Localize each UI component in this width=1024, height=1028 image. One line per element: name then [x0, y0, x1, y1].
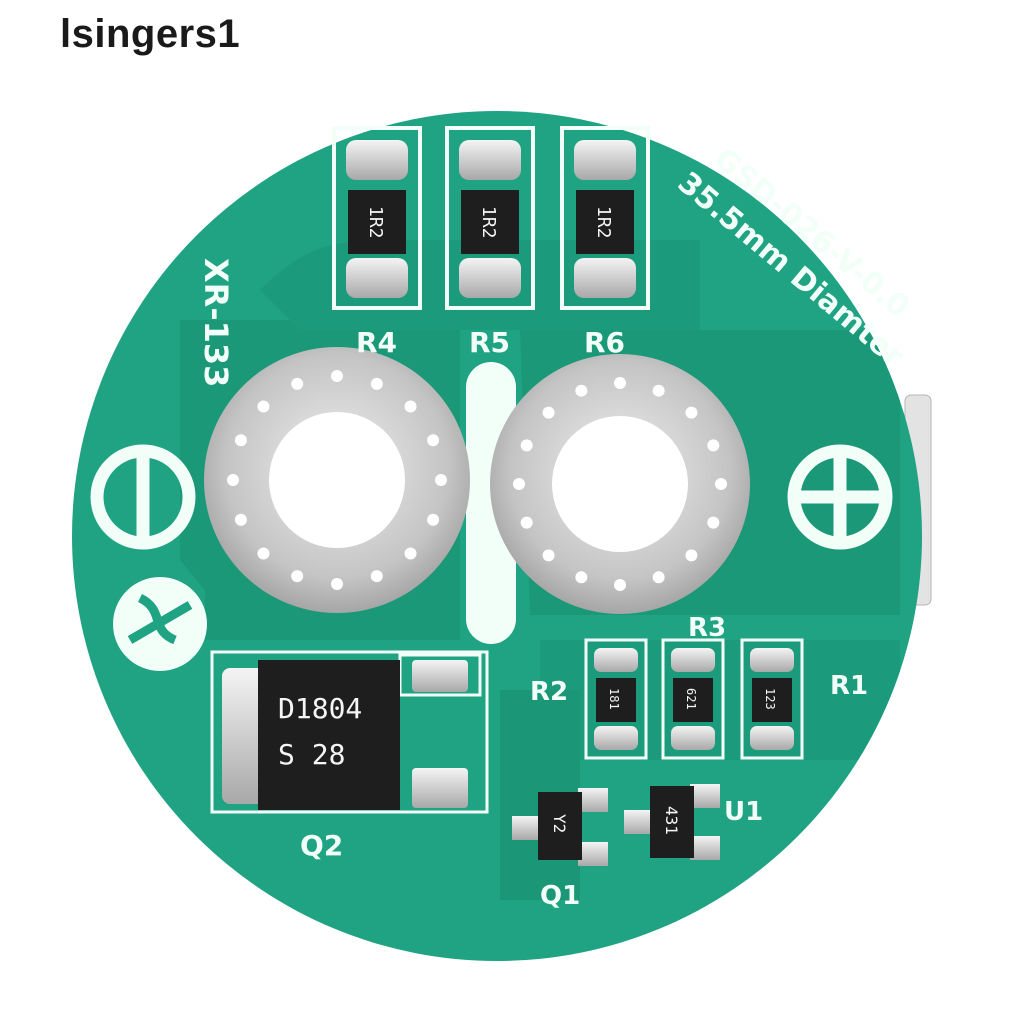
right-pad-via [707, 439, 720, 452]
resistor-r5: 1R2 [445, 126, 535, 310]
pad-positive [490, 354, 750, 614]
resistor-r6-label: R6 [584, 326, 625, 359]
left-pad-via [331, 370, 343, 382]
right-pad-via [542, 549, 555, 562]
right-pad-via [614, 377, 626, 389]
left-pad-via [291, 570, 304, 583]
plus-symbol [787, 444, 893, 550]
right-pad-via [513, 478, 525, 490]
resistor-r3-marking: 621 [684, 688, 698, 710]
left-pad-via [427, 434, 440, 447]
left-pad-via [234, 434, 247, 447]
resistor-r6-marking: 1R2 [593, 206, 614, 239]
q1-marking: Y2 [550, 814, 569, 833]
resistor-r2-label: R2 [530, 677, 568, 707]
left-pad-via [370, 377, 383, 390]
right-pad-via [685, 549, 698, 562]
u1-regulator: 431 [624, 784, 720, 860]
q2-marking-line1: D1804 [278, 692, 362, 725]
u1-ref-label: U1 [724, 797, 763, 827]
resistor-r3-label: R3 [688, 613, 726, 643]
u1-marking: 431 [662, 806, 681, 835]
resistor-r4: 1R2 [332, 126, 422, 310]
resistor-r6: 1R2 [560, 126, 650, 310]
pad-negative [204, 347, 470, 613]
q1-transistor: Y2 [512, 788, 608, 866]
right-pad-via [707, 516, 720, 529]
right-pad-via [542, 406, 555, 419]
resistor-r4-label: R4 [356, 326, 397, 359]
left-pad-via [404, 400, 417, 413]
left-pad-via [227, 474, 239, 486]
left-pad-via [427, 513, 440, 526]
resistor-r2: 181 [584, 638, 648, 760]
q2-transistor: D1804 S 28 [210, 650, 489, 814]
resistor-r2-marking: 181 [607, 688, 621, 710]
board-id-label: XR-133 [197, 258, 235, 387]
left-pad-via [331, 578, 343, 590]
q1-ref-label: Q1 [540, 881, 580, 911]
resistor-r5-label: R5 [469, 326, 510, 359]
right-pad-via [685, 406, 698, 419]
resistor-r1-marking: 123 [763, 688, 777, 710]
left-pad-via [234, 513, 247, 526]
resistor-r5-marking: 1R2 [478, 206, 499, 239]
resistor-r1: 123 [740, 638, 804, 760]
left-pad-via [291, 377, 304, 390]
right-pad-via [715, 478, 727, 490]
right-pad-via [575, 571, 588, 584]
q2-ref-label: Q2 [300, 829, 343, 862]
q2-marking-line2: S 28 [278, 738, 345, 771]
right-pad-via [575, 384, 588, 397]
right-pad-via [520, 439, 533, 452]
right-pad-via [652, 384, 665, 397]
watermark: lsingers1 [60, 12, 241, 56]
left-pad-via [435, 474, 447, 486]
minus-symbol [90, 444, 196, 550]
resistor-r1-label: R1 [830, 671, 868, 701]
resistor-r4-marking: 1R2 [365, 206, 386, 239]
left-pad-via [370, 570, 383, 583]
no-solder-symbol [113, 577, 207, 671]
left-pad-via [257, 400, 270, 413]
right-pad-via [652, 571, 665, 584]
right-pad-via [614, 579, 626, 591]
left-pad-via [257, 547, 270, 560]
left-pad-via [404, 547, 417, 560]
resistor-r3: 621 [661, 638, 725, 760]
right-pad-via [520, 516, 533, 529]
